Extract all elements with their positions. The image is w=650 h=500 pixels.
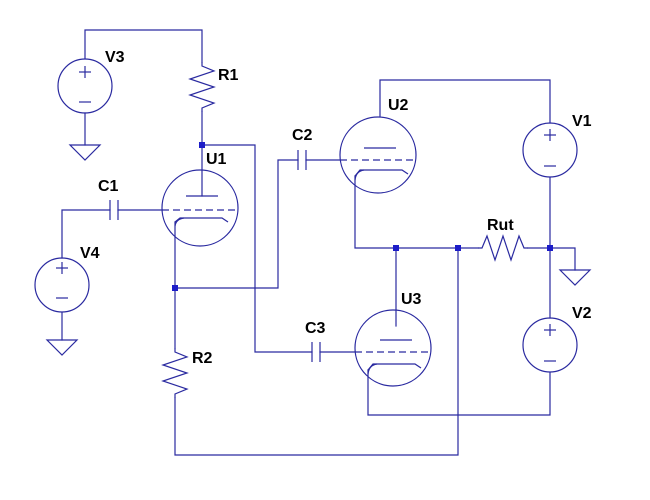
- vacuum-tube-icon: [161, 169, 239, 247]
- junction-dot: [393, 245, 399, 251]
- wire-u1-plate-c3: [201, 144, 313, 353]
- u2-label: U2: [388, 97, 409, 114]
- ground-icon: [45, 339, 79, 356]
- wire-u2-v1: [379, 79, 551, 124]
- capacitor-icon: [311, 342, 321, 362]
- resistor-icon: [161, 348, 189, 398]
- v4-label: V4: [80, 245, 100, 262]
- wire-node-ground: [549, 247, 576, 271]
- c1-label: C1: [98, 178, 119, 195]
- voltage-source-icon: [34, 257, 90, 313]
- junction-dot: [172, 285, 178, 291]
- rut-label: Rut: [487, 217, 514, 234]
- voltage-source-icon: [57, 58, 113, 114]
- junction-dot: [455, 245, 461, 251]
- voltage-source-v4[interactable]: V4: [34, 245, 100, 313]
- wire-r2-bottom: [174, 247, 459, 456]
- v3-label: V3: [105, 49, 125, 66]
- resistor-icon: [478, 234, 528, 262]
- wire-u2-cathode: [354, 175, 479, 249]
- resistor-icon: [188, 62, 216, 112]
- resistor-rut[interactable]: Rut: [478, 217, 528, 262]
- wires: [61, 29, 576, 456]
- voltage-source-v3[interactable]: V3: [57, 49, 125, 114]
- ground-icon: [558, 269, 592, 286]
- v2-label: V2: [572, 305, 592, 322]
- wire-u3-cathode-v2: [367, 369, 551, 416]
- junctions: [172, 142, 553, 291]
- wire-v3-r1: [84, 29, 203, 63]
- capacitor-c2[interactable]: C2: [292, 127, 313, 170]
- vacuum-tube-u3[interactable]: U3: [354, 291, 432, 387]
- junction-dot: [547, 245, 553, 251]
- vacuum-tube-u1[interactable]: U1: [161, 151, 239, 247]
- voltage-source-v1[interactable]: V1: [522, 113, 592, 178]
- capacitor-icon: [109, 200, 119, 220]
- wire-v4-c1: [61, 209, 111, 259]
- r1-label: R1: [218, 67, 239, 84]
- u3-label: U3: [401, 291, 422, 308]
- c3-label: C3: [305, 320, 326, 337]
- wire-cathode-c2: [174, 159, 299, 289]
- junction-dot: [199, 142, 205, 148]
- c2-label: C2: [292, 127, 313, 144]
- vacuum-tube-u2[interactable]: U2: [339, 97, 417, 194]
- resistor-r2[interactable]: R2: [161, 348, 213, 398]
- capacitor-c3[interactable]: C3: [305, 320, 326, 362]
- v1-label: V1: [572, 113, 592, 130]
- voltage-source-icon: [522, 122, 578, 178]
- resistor-r1[interactable]: R1: [188, 62, 239, 112]
- ground-icon: [68, 144, 102, 161]
- vacuum-tube-icon: [339, 116, 417, 194]
- u1-label: U1: [206, 151, 227, 168]
- voltage-source-icon: [522, 317, 578, 373]
- capacitor-c1[interactable]: C1: [98, 178, 119, 220]
- voltage-source-v2[interactable]: V2: [522, 305, 592, 373]
- vacuum-tube-icon: [354, 309, 432, 387]
- r2-label: R2: [192, 350, 213, 367]
- capacitor-icon: [297, 150, 307, 170]
